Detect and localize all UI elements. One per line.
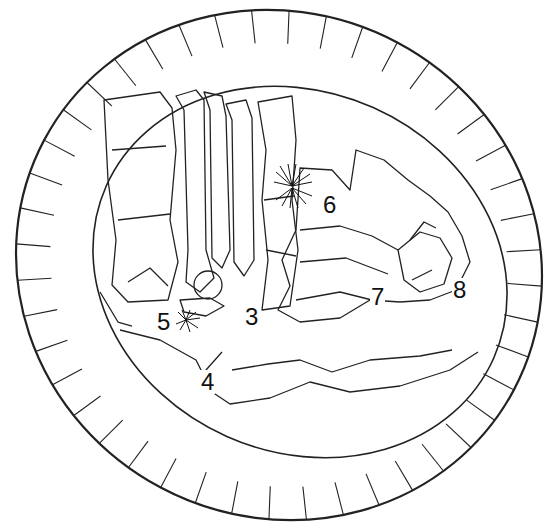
tick-mark xyxy=(303,487,307,520)
tick-mark xyxy=(63,110,91,130)
tick-mark xyxy=(491,179,523,190)
callout-number: 4 xyxy=(200,370,215,394)
tick-mark xyxy=(366,474,379,505)
tick-mark xyxy=(161,459,176,488)
callout-number: 5 xyxy=(156,310,171,334)
tick-mark xyxy=(335,482,343,514)
bones xyxy=(100,90,478,404)
tick-mark xyxy=(496,345,528,357)
tick-mark xyxy=(145,40,162,69)
tick-mark xyxy=(87,82,112,106)
tick-mark xyxy=(252,10,256,43)
tick-mark xyxy=(232,481,238,513)
tick-mark xyxy=(288,11,289,44)
tick-mark xyxy=(74,396,101,416)
tick-mark xyxy=(179,25,192,56)
tick-mark xyxy=(215,15,223,47)
tick-mark xyxy=(115,59,136,86)
callout-number: 3 xyxy=(244,305,259,329)
tick-mark xyxy=(446,424,471,448)
callout-number: 6 xyxy=(322,193,337,217)
tick-mark xyxy=(24,310,57,317)
tick-mark xyxy=(395,461,412,490)
tick-mark xyxy=(30,173,62,185)
tick-mark xyxy=(36,340,68,351)
tick-mark xyxy=(508,283,542,286)
tick-mark xyxy=(507,250,541,252)
tick-mark xyxy=(320,16,326,48)
tick-mark xyxy=(483,374,514,390)
tick-mark xyxy=(476,145,505,161)
tick-mark xyxy=(44,140,75,156)
tick-mark xyxy=(435,87,458,110)
inner-oval xyxy=(33,21,546,522)
tick-mark xyxy=(467,400,495,420)
tick-mark xyxy=(52,369,81,385)
tick-mark xyxy=(410,63,430,89)
tick-mark xyxy=(422,444,443,471)
callout-number: 8 xyxy=(452,278,467,302)
callout-number: 7 xyxy=(370,285,385,309)
tick-mark xyxy=(128,441,148,467)
tick-mark xyxy=(501,214,534,221)
hair-tufts xyxy=(176,164,312,332)
tick-mark xyxy=(269,486,270,519)
tick-mark xyxy=(16,244,50,247)
tick-mark xyxy=(382,42,397,71)
tick-mark xyxy=(17,278,51,280)
tick-mark xyxy=(504,315,538,322)
tick-mark xyxy=(20,208,54,215)
tick-mark xyxy=(458,114,485,134)
tick-mark xyxy=(99,420,122,443)
tick-mark xyxy=(352,27,363,58)
tick-mark xyxy=(195,472,206,503)
